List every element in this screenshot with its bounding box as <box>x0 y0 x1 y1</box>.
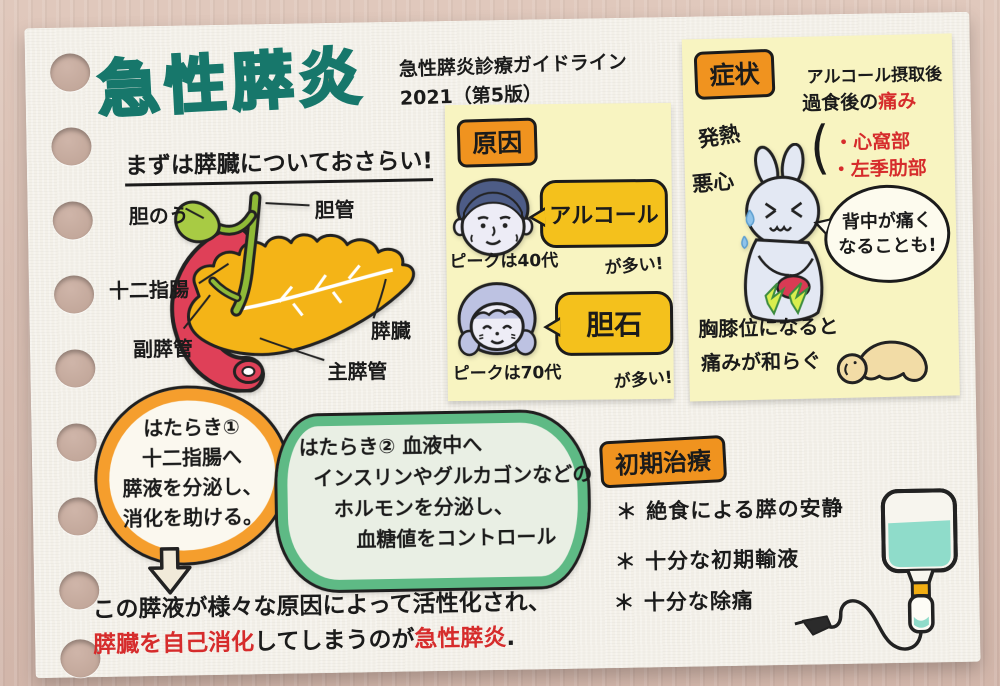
gallstone-many-text: が多い! <box>613 367 674 393</box>
page-title: 急性膵炎 <box>94 38 368 128</box>
function2-line3: ホルモンを分泌し、 <box>333 493 515 521</box>
function2-blob: はたらき② 血液中へ インスリンやグルカゴンなどの ホルモンを分泌し、 血糖値を… <box>273 408 593 594</box>
function1-blob: はたらき① 十二指腸へ 膵液を分泌し、 消化を助ける。 <box>92 383 292 568</box>
trigger-overeating-black: 過食後の <box>801 91 879 115</box>
punch-hole <box>56 423 97 462</box>
label-main-duct: 主膵管 <box>327 359 388 385</box>
treatment-item-analgesia: ＊ 十分な除痛 <box>613 588 755 616</box>
back-pain-line2: なることも! <box>838 234 937 259</box>
symptoms-sticky-note: 症状 アルコール摂取後 過食後の痛み ( ・心窩部 ・左季肋部 発熱 悪心 <box>681 33 960 402</box>
pancreas-anatomy-illustration <box>170 191 415 393</box>
function1-line3: 消化を助ける。 <box>122 504 264 531</box>
label-duodenum: 十二指腸 <box>108 277 190 303</box>
gallstone-bubble-text: 胆石 <box>585 308 643 342</box>
crawling-figure-illustration <box>836 340 928 385</box>
note-card: 急性膵炎 急性膵炎診療ガイドライン 2021（第5版） まずは膵臓についておさら… <box>24 11 981 679</box>
alcohol-speech-bubble: アルコール <box>527 178 669 249</box>
speech-tail <box>527 207 546 228</box>
punch-hole <box>51 127 92 166</box>
causes-sticky-note: 原因 アルコール ピークは40代 が多い! <box>444 102 674 402</box>
back-pain-line1: 背中が痛く <box>841 209 933 233</box>
woman-face-illustration <box>457 282 537 357</box>
rabbit-illustration <box>741 142 824 323</box>
summary-red2: 急性膵炎 <box>414 624 507 653</box>
function1-line1: 十二指腸へ <box>141 444 243 471</box>
pain-site-epigastric: ・心窩部 <box>833 130 911 155</box>
man-face-illustration <box>452 178 534 257</box>
back-pain-speech-bubble: 背中が痛く なることも! <box>810 183 952 285</box>
punch-hole <box>49 53 91 92</box>
pain-word-red: 痛み <box>877 90 917 114</box>
punch-hole <box>57 497 99 536</box>
causes-label: 原因 <box>456 117 538 168</box>
summary-period: . <box>506 624 516 651</box>
label-pancreas: 膵臓 <box>370 318 411 344</box>
speech-tail <box>543 316 561 338</box>
alcohol-peak-text: ピークは40代 <box>449 251 559 273</box>
function2-line4: 血糖値をコントロール <box>356 524 557 552</box>
treatment-label: 初期治療 <box>598 434 728 489</box>
summary-mid: してしまうのが <box>253 626 415 656</box>
relief-line1: 胸膝位になると <box>698 314 839 342</box>
gallstone-speech-bubble: 胆石 <box>543 290 674 357</box>
label-bile-duct: 胆管 <box>314 197 355 223</box>
label-accessory-duct: 副膵管 <box>132 336 194 362</box>
nausea-text: 悪心 <box>691 168 736 197</box>
function1-heading: はたらき① <box>142 414 240 441</box>
summary-line2: 膵臓を自己消化してしまうのが急性膵炎. <box>93 618 516 659</box>
down-arrow-icon <box>148 546 192 595</box>
treatment-item-fluids: ＊ 十分な初期輸液 <box>614 546 800 575</box>
function2-line2: インスリンやグルカゴンなどの <box>313 461 593 491</box>
function1-line2: 膵液を分泌し、 <box>122 474 263 501</box>
symptoms-label: 症状 <box>693 48 776 100</box>
pain-site-left-hypochondrium: ・左季肋部 <box>831 157 927 182</box>
alcohol-bubble-text: アルコール <box>549 202 659 230</box>
relief-line2: 痛みが和らぐ <box>700 348 822 376</box>
trigger-overeating-text: 過食後の痛み <box>802 86 917 116</box>
alcohol-many-text: が多い! <box>604 253 665 279</box>
gallstone-peak-text: ピークは70代 <box>452 362 562 385</box>
iv-drip-illustration <box>794 488 958 651</box>
function2-line1: はたらき② 血液中へ <box>298 432 483 460</box>
label-gallbladder: 胆のう <box>128 203 189 229</box>
summary-red1: 膵臓を自己消化 <box>92 629 255 659</box>
trigger-alcohol-text: アルコール摂取後 <box>806 64 943 88</box>
